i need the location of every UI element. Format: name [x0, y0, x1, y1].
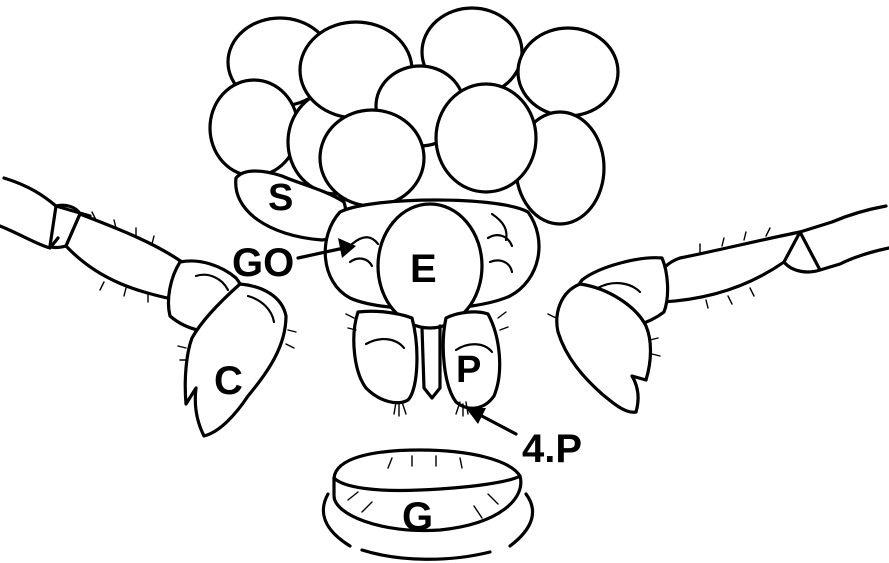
label-c: C — [214, 359, 243, 403]
label-e: E — [410, 247, 437, 291]
egg-cell — [518, 28, 618, 116]
label-go: GO — [232, 241, 294, 285]
4p-arrow — [466, 408, 516, 434]
label-s: S — [268, 177, 293, 219]
label-g: G — [402, 495, 433, 539]
label-4p: 4.P — [522, 427, 582, 471]
egg-cell — [210, 80, 298, 176]
left-leg — [0, 178, 244, 332]
egg-cell — [320, 110, 424, 206]
egg-cell — [436, 84, 536, 192]
label-p: P — [456, 349, 481, 391]
